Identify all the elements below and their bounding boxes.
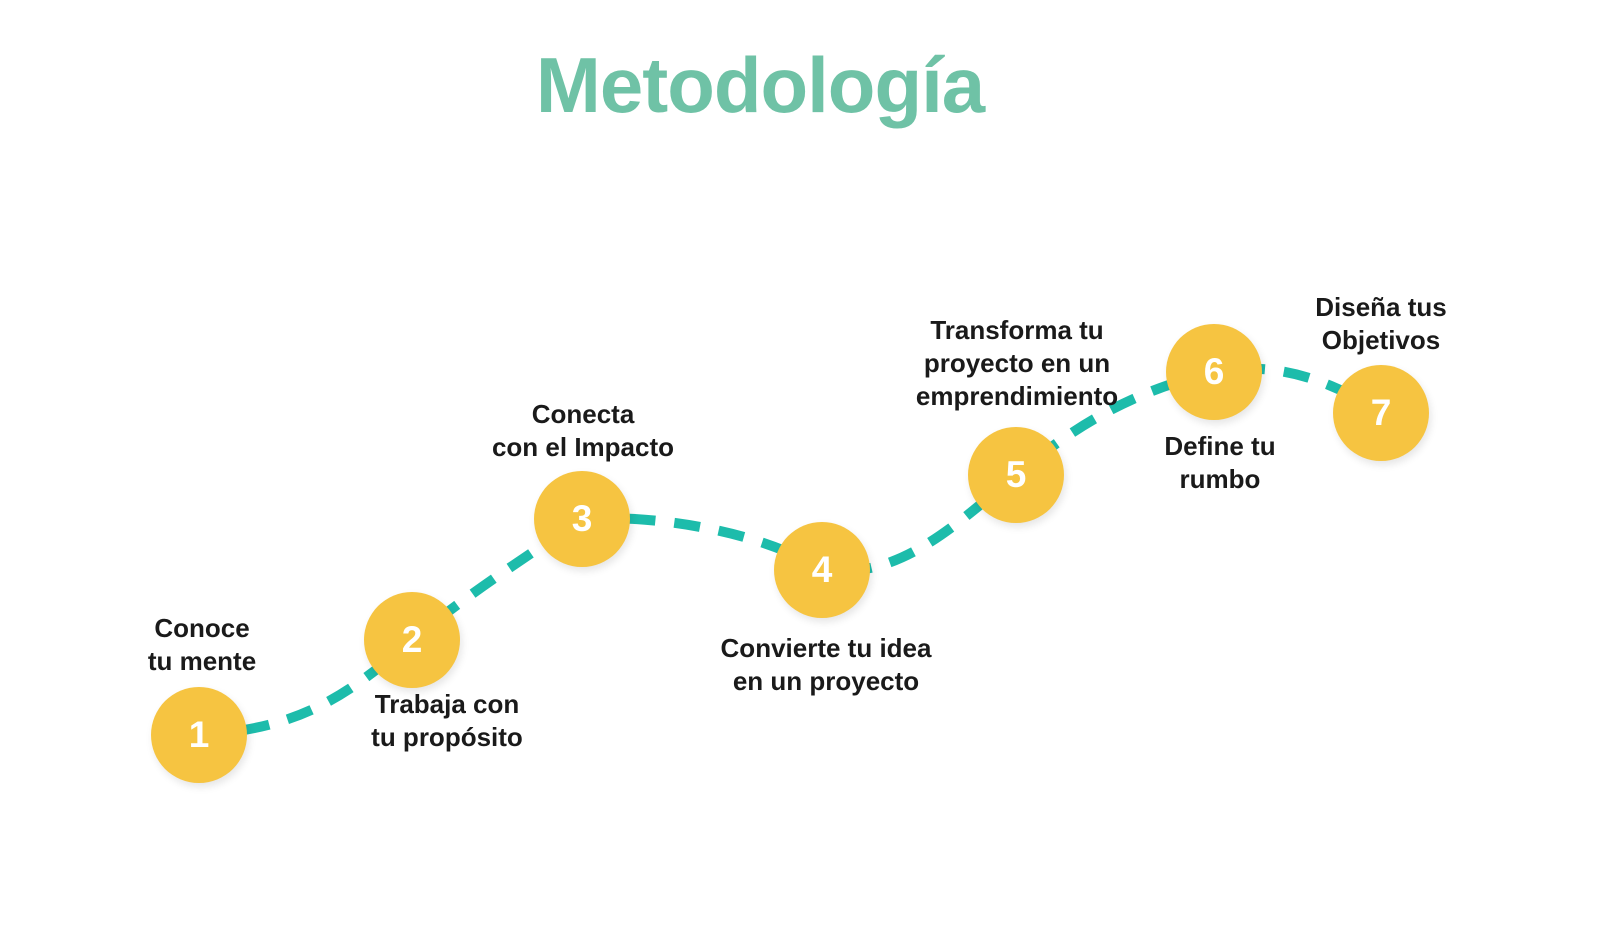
step-4-label: Convierte tu idea en un proyecto — [676, 632, 976, 698]
page-title: Metodología — [535, 41, 985, 129]
label-line: Conecta — [531, 399, 635, 429]
step-1-circle: 1 — [151, 687, 247, 783]
label-line: Objetivos — [1321, 325, 1441, 355]
step-7-number: 7 — [1370, 392, 1392, 433]
step-6-number: 6 — [1203, 351, 1225, 392]
step-2-circle: 2 — [364, 592, 460, 688]
step-6-label: Define tu rumbo — [1070, 430, 1370, 496]
label-line: con el Impacto — [491, 432, 675, 462]
step-1-number: 1 — [188, 714, 210, 755]
step-3-label: Conecta con el Impacto — [433, 398, 733, 464]
step-5-number: 5 — [1005, 454, 1027, 495]
step-1-label: Conoce tu mente — [52, 612, 352, 678]
label-line: Diseña tus — [1315, 292, 1447, 322]
step-2-number: 2 — [401, 619, 423, 660]
step-7-circle: 7 — [1333, 365, 1429, 461]
label-line: Trabaja con — [374, 689, 520, 719]
label-line: en un proyecto — [732, 666, 920, 696]
label-line: Conoce — [154, 613, 250, 643]
step-4-number: 4 — [811, 549, 833, 590]
step-5-label: Transforma tu proyecto en un emprendimie… — [867, 314, 1167, 413]
step-4-circle: 4 — [774, 522, 870, 618]
label-line: Convierte tu idea — [720, 633, 932, 663]
label-line: proyecto en un — [923, 348, 1111, 378]
label-line: Transforma tu — [930, 315, 1104, 345]
step-3-number: 3 — [571, 498, 593, 539]
step-7-label: Diseña tus Objetivos — [1231, 291, 1531, 357]
label-line: Define tu — [1164, 431, 1276, 461]
step-6-circle: 6 — [1166, 324, 1262, 420]
step-5-circle: 5 — [968, 427, 1064, 523]
label-line: tu mente — [147, 646, 257, 676]
label-line: emprendimiento — [915, 381, 1119, 411]
label-line: rumbo — [1179, 464, 1261, 494]
label-line: tu propósito — [371, 722, 523, 752]
step-3-circle: 3 — [534, 471, 630, 567]
step-2-label: Trabaja con tu propósito — [297, 688, 597, 754]
